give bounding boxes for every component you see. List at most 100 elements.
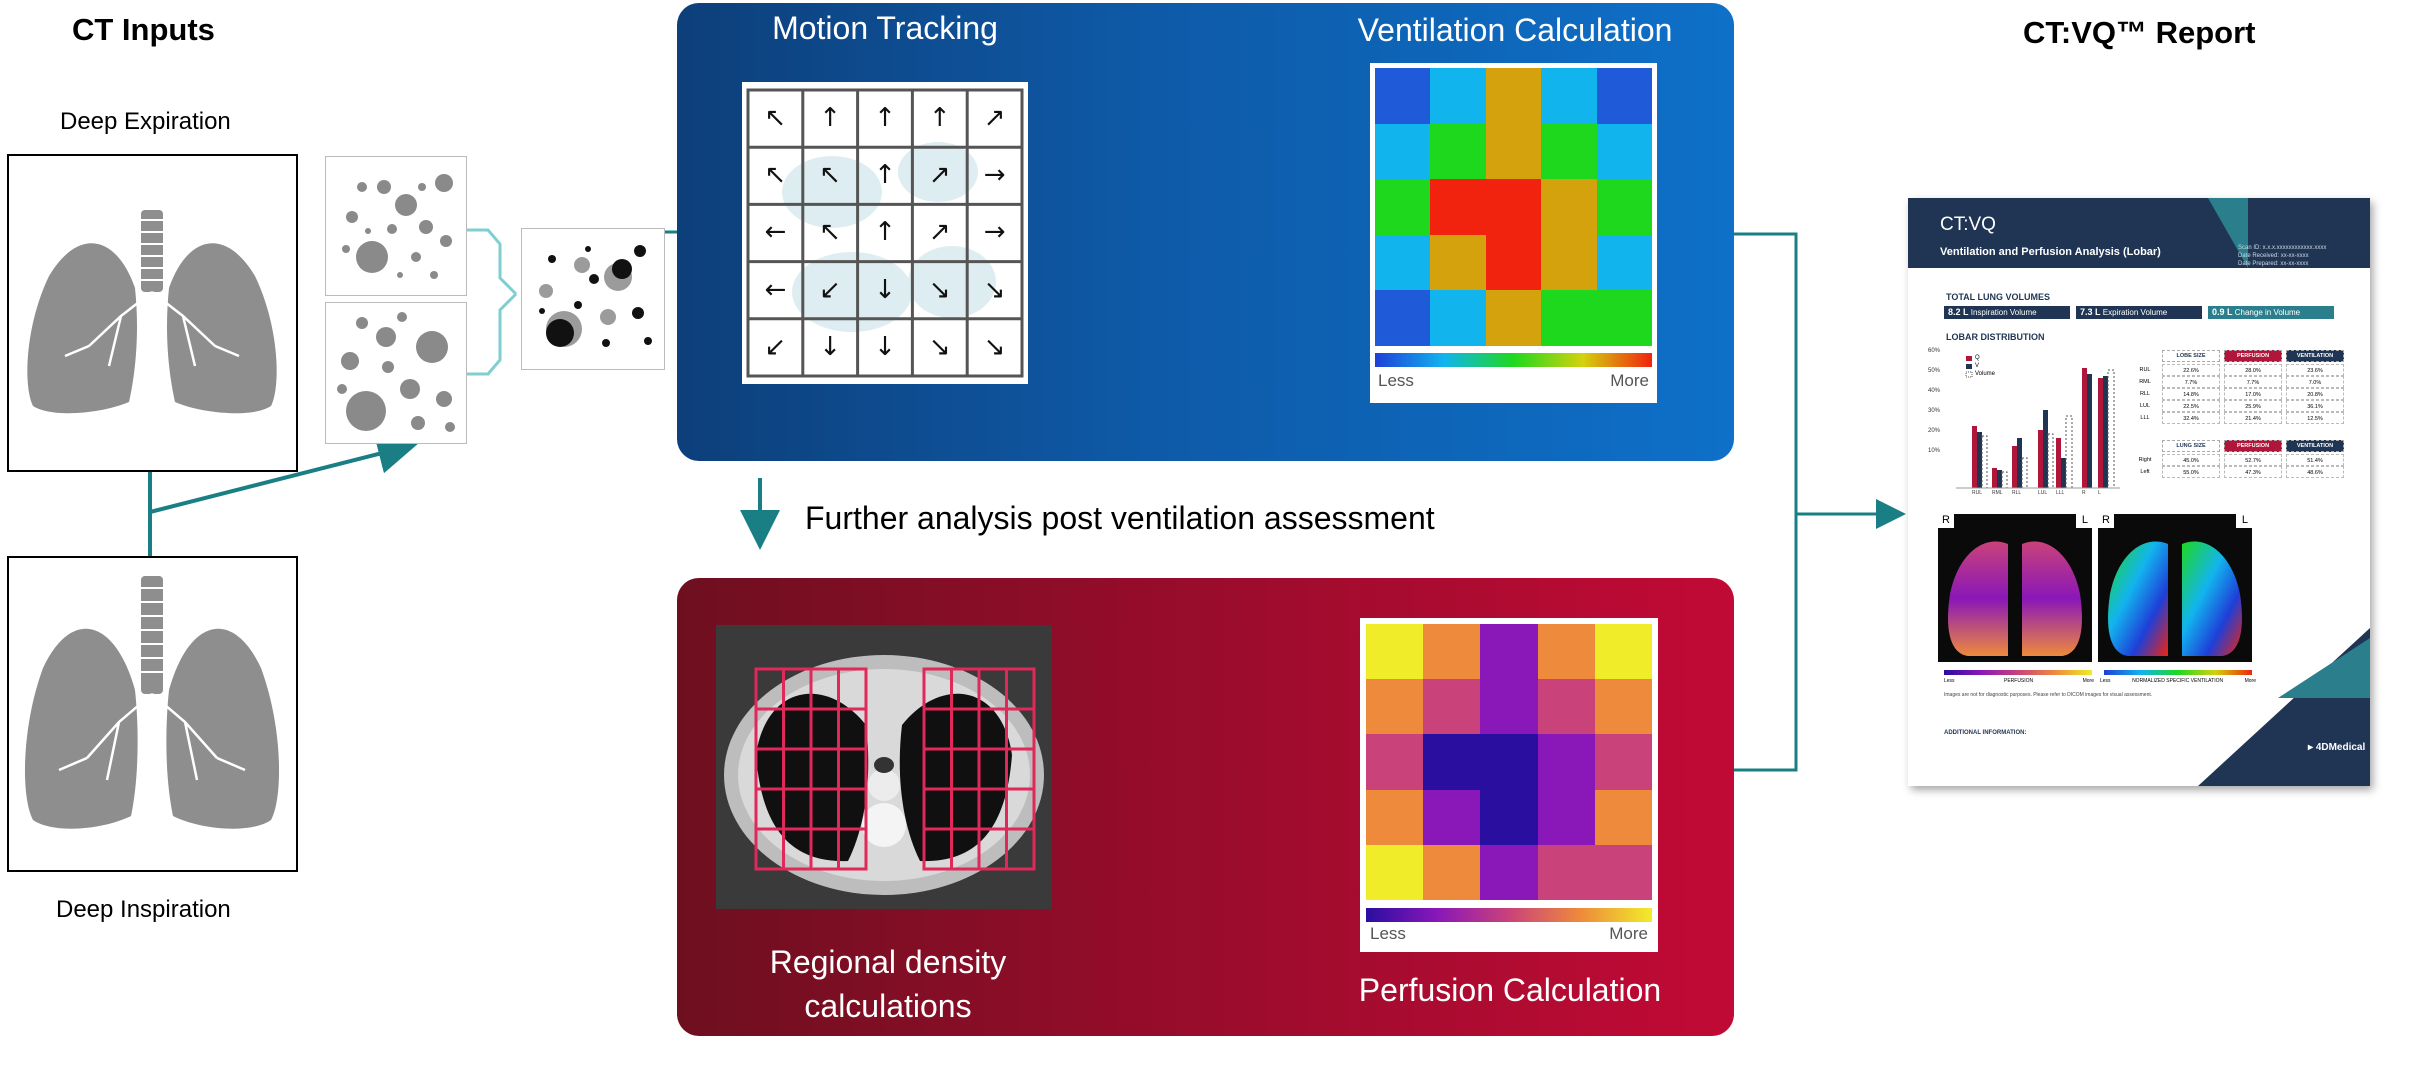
ventilation-cell	[1596, 179, 1653, 236]
perfusion-cell	[1594, 844, 1653, 901]
motion-arrow-icon: ↖	[764, 160, 787, 191]
motion-arrow-icon: ↘	[928, 331, 951, 362]
inspiration-volume-label: Inspiration Volume	[1970, 308, 2037, 317]
date-received: Date Received: xx-xx-xxxx	[2238, 253, 2309, 259]
lung-header-cell: LUNG SIZE	[2162, 440, 2220, 452]
perfusion-lung-image: R L	[1938, 514, 2092, 662]
lobe-cell: 17.0%	[2224, 388, 2282, 400]
change-volume-value: 0.9 L	[2212, 307, 2233, 317]
lobe-cell: LLL	[2140, 415, 2150, 421]
lobe-cell: 7.0%	[2286, 376, 2344, 388]
motion-arrow-icon: ↑	[874, 217, 896, 248]
vent-caption: NORMALIZED SPECIFIC VENTILATION	[2132, 678, 2224, 684]
lobe-cell: RLL	[2139, 391, 2151, 397]
dot-scatter	[342, 174, 453, 279]
change-volume-label: Change in Volume	[2234, 308, 2301, 317]
motion-tracking-grid: ↖↑↑↑↗↖↖↑↗→←↖↑↗→←↙↓↘↘↙↓↓↘↘	[742, 82, 1028, 384]
perfusion-cell	[1594, 789, 1653, 846]
perfusion-cell	[1480, 734, 1539, 791]
ventilation-cell	[1541, 179, 1598, 236]
chart-legend: Q V Volume	[1975, 354, 1995, 378]
motion-arrow-icon: ↑	[874, 103, 896, 133]
lobe-cell: 7.7%	[2162, 376, 2220, 388]
chart-x-label: RUL	[1972, 490, 1983, 496]
total-volumes-heading: TOTAL LUNG VOLUMES	[1946, 292, 2051, 302]
perfusion-lung-svg	[1938, 514, 2092, 656]
lobe-header-cell: VENTILATION	[2286, 350, 2344, 362]
scan-info: Scan ID: x.x.x.xxxxxxxxxxxx.xxxx Date Re…	[2238, 244, 2326, 268]
motion-arrow-icon: ↘	[928, 274, 951, 305]
brand-name: 4DMedical	[2315, 742, 2366, 753]
perf-less: Less	[1944, 678, 1955, 684]
ventilation-cell	[1541, 123, 1598, 180]
vent-scale-more: More	[1610, 371, 1649, 390]
lobar-bar-svg	[1956, 356, 2120, 489]
expiration-volume-label: Expiration Volume	[2102, 308, 2168, 317]
lobe-cell: 21.4%	[2224, 412, 2282, 424]
ventilation-heatmap	[1375, 68, 1653, 347]
chart-x-label: L	[2098, 490, 2101, 496]
ventilation-cell	[1375, 123, 1431, 180]
footer-accent-teal	[2278, 638, 2370, 698]
report-logo: CT:VQ	[1940, 214, 1996, 235]
merged-scan-thumb	[521, 228, 665, 370]
perfusion-cell	[1366, 789, 1424, 846]
ventilation-cell	[1430, 234, 1487, 291]
volume-chip-change: 0.9 L Change in Volume	[2208, 306, 2334, 319]
perf-caption: PERFUSION	[2003, 678, 2034, 684]
ventilation-cell	[1485, 123, 1542, 180]
lobe-cell: 22.6%	[2162, 364, 2220, 376]
lung-cell: 47.3%	[2224, 466, 2282, 478]
motion-arrow-icon: ↑	[874, 160, 896, 191]
perfusion-cell	[1423, 789, 1481, 846]
ct-inputs-title: CT Inputs	[72, 12, 215, 47]
report-perf-scale-labels: Less PERFUSION More	[1944, 678, 2094, 684]
perfusion-cell	[1423, 844, 1481, 901]
volume-chip-expiration: 7.3 L Expiration Volume	[2076, 306, 2202, 319]
header-accent	[2208, 198, 2248, 268]
lung-cell: 48.6%	[2286, 466, 2344, 478]
motion-grid-svg	[746, 88, 1024, 378]
chart-tick-label: 30%	[1928, 408, 1941, 414]
motion-arrow-icon: ↘	[983, 331, 1006, 362]
motion-arrow-icon: ↙	[819, 274, 842, 305]
perfusion-colorbar	[1366, 908, 1652, 922]
perfusion-cell	[1366, 734, 1424, 791]
regional-density-title: Regional density calculations	[720, 940, 1056, 1028]
ventilation-cell	[1485, 290, 1542, 347]
chart-tick-label: 50%	[1928, 368, 1941, 374]
expiration-lung-box	[7, 154, 298, 472]
legend-v: V	[1975, 363, 1980, 369]
lung-header-cell: VENTILATION	[2286, 440, 2344, 452]
ventilation-lung-svg	[2098, 514, 2252, 656]
perfusion-cell	[1537, 734, 1596, 791]
chart-tick-label: 60%	[1928, 348, 1941, 354]
legend-q: Q	[1975, 355, 1980, 361]
lobe-cell: RUL	[2139, 367, 2151, 373]
motion-arrow-icon: ↖	[819, 217, 842, 248]
inspiration-scan-thumb	[325, 302, 467, 444]
perf-more: More	[2082, 678, 2094, 684]
perfusion-cell	[1537, 679, 1596, 735]
further-analysis-note: Further analysis post ventilation assess…	[805, 500, 1435, 536]
motion-arrow-icon: ↗	[928, 217, 951, 248]
report-vent-scale	[2104, 670, 2252, 675]
perfusion-cell	[1537, 624, 1596, 680]
perfusion-cell	[1537, 844, 1596, 901]
ventilation-map: Less More	[1370, 63, 1657, 403]
lobe-cell: 7.7%	[2224, 376, 2282, 388]
lobe-cell: 32.4%	[2162, 412, 2220, 424]
lung-cell: 55.0%	[2162, 466, 2220, 478]
lung-cell: 51.4%	[2286, 454, 2344, 466]
motion-arrow-icon: ↓	[874, 274, 896, 305]
chart-x-label: LUL	[2038, 490, 2048, 496]
perfusion-cell	[1480, 844, 1539, 901]
ventilation-cell	[1430, 179, 1487, 236]
